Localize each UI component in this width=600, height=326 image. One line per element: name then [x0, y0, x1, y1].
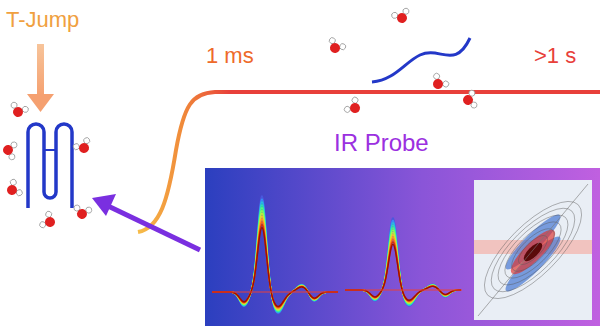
water-molecule: [2, 140, 18, 160]
spectrum-trace: [345, 242, 461, 301]
water-molecule: [462, 90, 478, 110]
water-molecule: [343, 96, 365, 118]
water-molecule: [3, 178, 23, 200]
spectrum-trace: [345, 244, 461, 300]
water-molecule: [325, 37, 347, 57]
probe-label: IR Probe: [334, 130, 429, 156]
spectrum-trace: [345, 232, 461, 302]
ir-panel: [205, 168, 600, 326]
probe-arrow-head: [92, 194, 116, 216]
water-molecule: [72, 205, 92, 221]
spectrum-trace: [212, 205, 338, 312]
probe-arrow-shaft: [108, 206, 200, 250]
water-molecule: [8, 101, 29, 119]
folded-protein: [28, 124, 72, 208]
spectrum-trace: [345, 225, 461, 304]
spectrum-trace: [345, 235, 461, 303]
spectrum-trace: [345, 240, 461, 302]
spectrum-trace: [345, 218, 461, 306]
water-molecule: [428, 72, 450, 94]
step-label: T-Jump: [6, 8, 79, 32]
spectrum-trace: [212, 210, 338, 310]
baseline: [345, 290, 462, 291]
spectrum-trace: [345, 230, 461, 303]
spectrum-trace: [345, 228, 461, 304]
spectrum-trace: [212, 213, 338, 309]
tjump-arrow-shaft: [37, 44, 44, 96]
time-label: 1 ms: [206, 44, 254, 68]
spectrum-trace: [345, 237, 461, 302]
water-molecule: [72, 137, 94, 157]
peak-blob: [505, 224, 560, 279]
water-molecules: [2, 7, 478, 232]
spectrum-trace: [212, 196, 338, 313]
diagonal-line: [478, 184, 588, 316]
water-molecule: [39, 210, 59, 232]
spectrum-trace: [212, 199, 338, 313]
tjump-arrow-head: [27, 94, 54, 112]
baseline: [212, 292, 338, 293]
spectrum-trace: [212, 207, 338, 310]
spectrum-trace: [212, 219, 338, 308]
time-label: >1 s: [534, 44, 576, 68]
spectrum-trace: [212, 216, 338, 309]
water-molecule: [391, 7, 412, 25]
spectrum-trace: [345, 220, 461, 305]
unfolded-protein: [372, 38, 470, 82]
spectrum-trace: [212, 228, 338, 307]
spectrum-trace: [212, 222, 338, 308]
spectrum-trace: [212, 202, 338, 312]
two-d-ir-plot: [474, 180, 592, 320]
spectrum-trace: [345, 223, 461, 305]
two-d-ir-contours: [470, 184, 596, 316]
folded-protein-link: [44, 149, 56, 151]
spectrum-trace: [212, 225, 338, 307]
ir-spectra: [212, 196, 462, 313]
